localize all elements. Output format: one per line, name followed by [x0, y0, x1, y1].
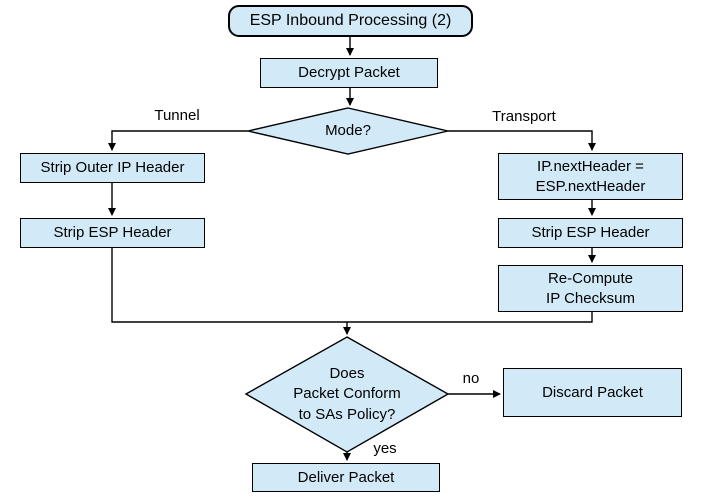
- edge-left-branch-merge: [111, 248, 347, 323]
- conform-decision-diamond: [244, 336, 450, 453]
- edge-label-no: no: [462, 370, 480, 387]
- edge-mode-to-ipnext: [448, 130, 596, 151]
- edge-label-transport: Transport: [492, 108, 556, 125]
- node-deliver-packet: Deliver Packet: [252, 463, 440, 492]
- edge-right-branch-merge: [347, 312, 593, 323]
- edge-label-yes: yes: [373, 440, 397, 457]
- mode-decision-diamond: [247, 107, 449, 155]
- edge-mode-to-strip-outer: [108, 130, 248, 151]
- node-decrypt-packet: Decrypt Packet: [260, 58, 438, 88]
- node-strip-esp-header-left: Strip ESP Header: [20, 218, 205, 248]
- node-strip-esp-header-right: Strip ESP Header: [498, 218, 683, 248]
- edge-label-tunnel: Tunnel: [154, 107, 200, 124]
- node-ip-nextheader: IP.nextHeader = ESP.nextHeader: [498, 153, 683, 200]
- node-discard-packet: Discard Packet: [503, 368, 682, 417]
- node-title: ESP Inbound Processing (2): [228, 5, 473, 37]
- node-recompute-ip-checksum: Re-Compute IP Checksum: [498, 265, 683, 312]
- node-strip-outer-ip-header: Strip Outer IP Header: [20, 153, 205, 183]
